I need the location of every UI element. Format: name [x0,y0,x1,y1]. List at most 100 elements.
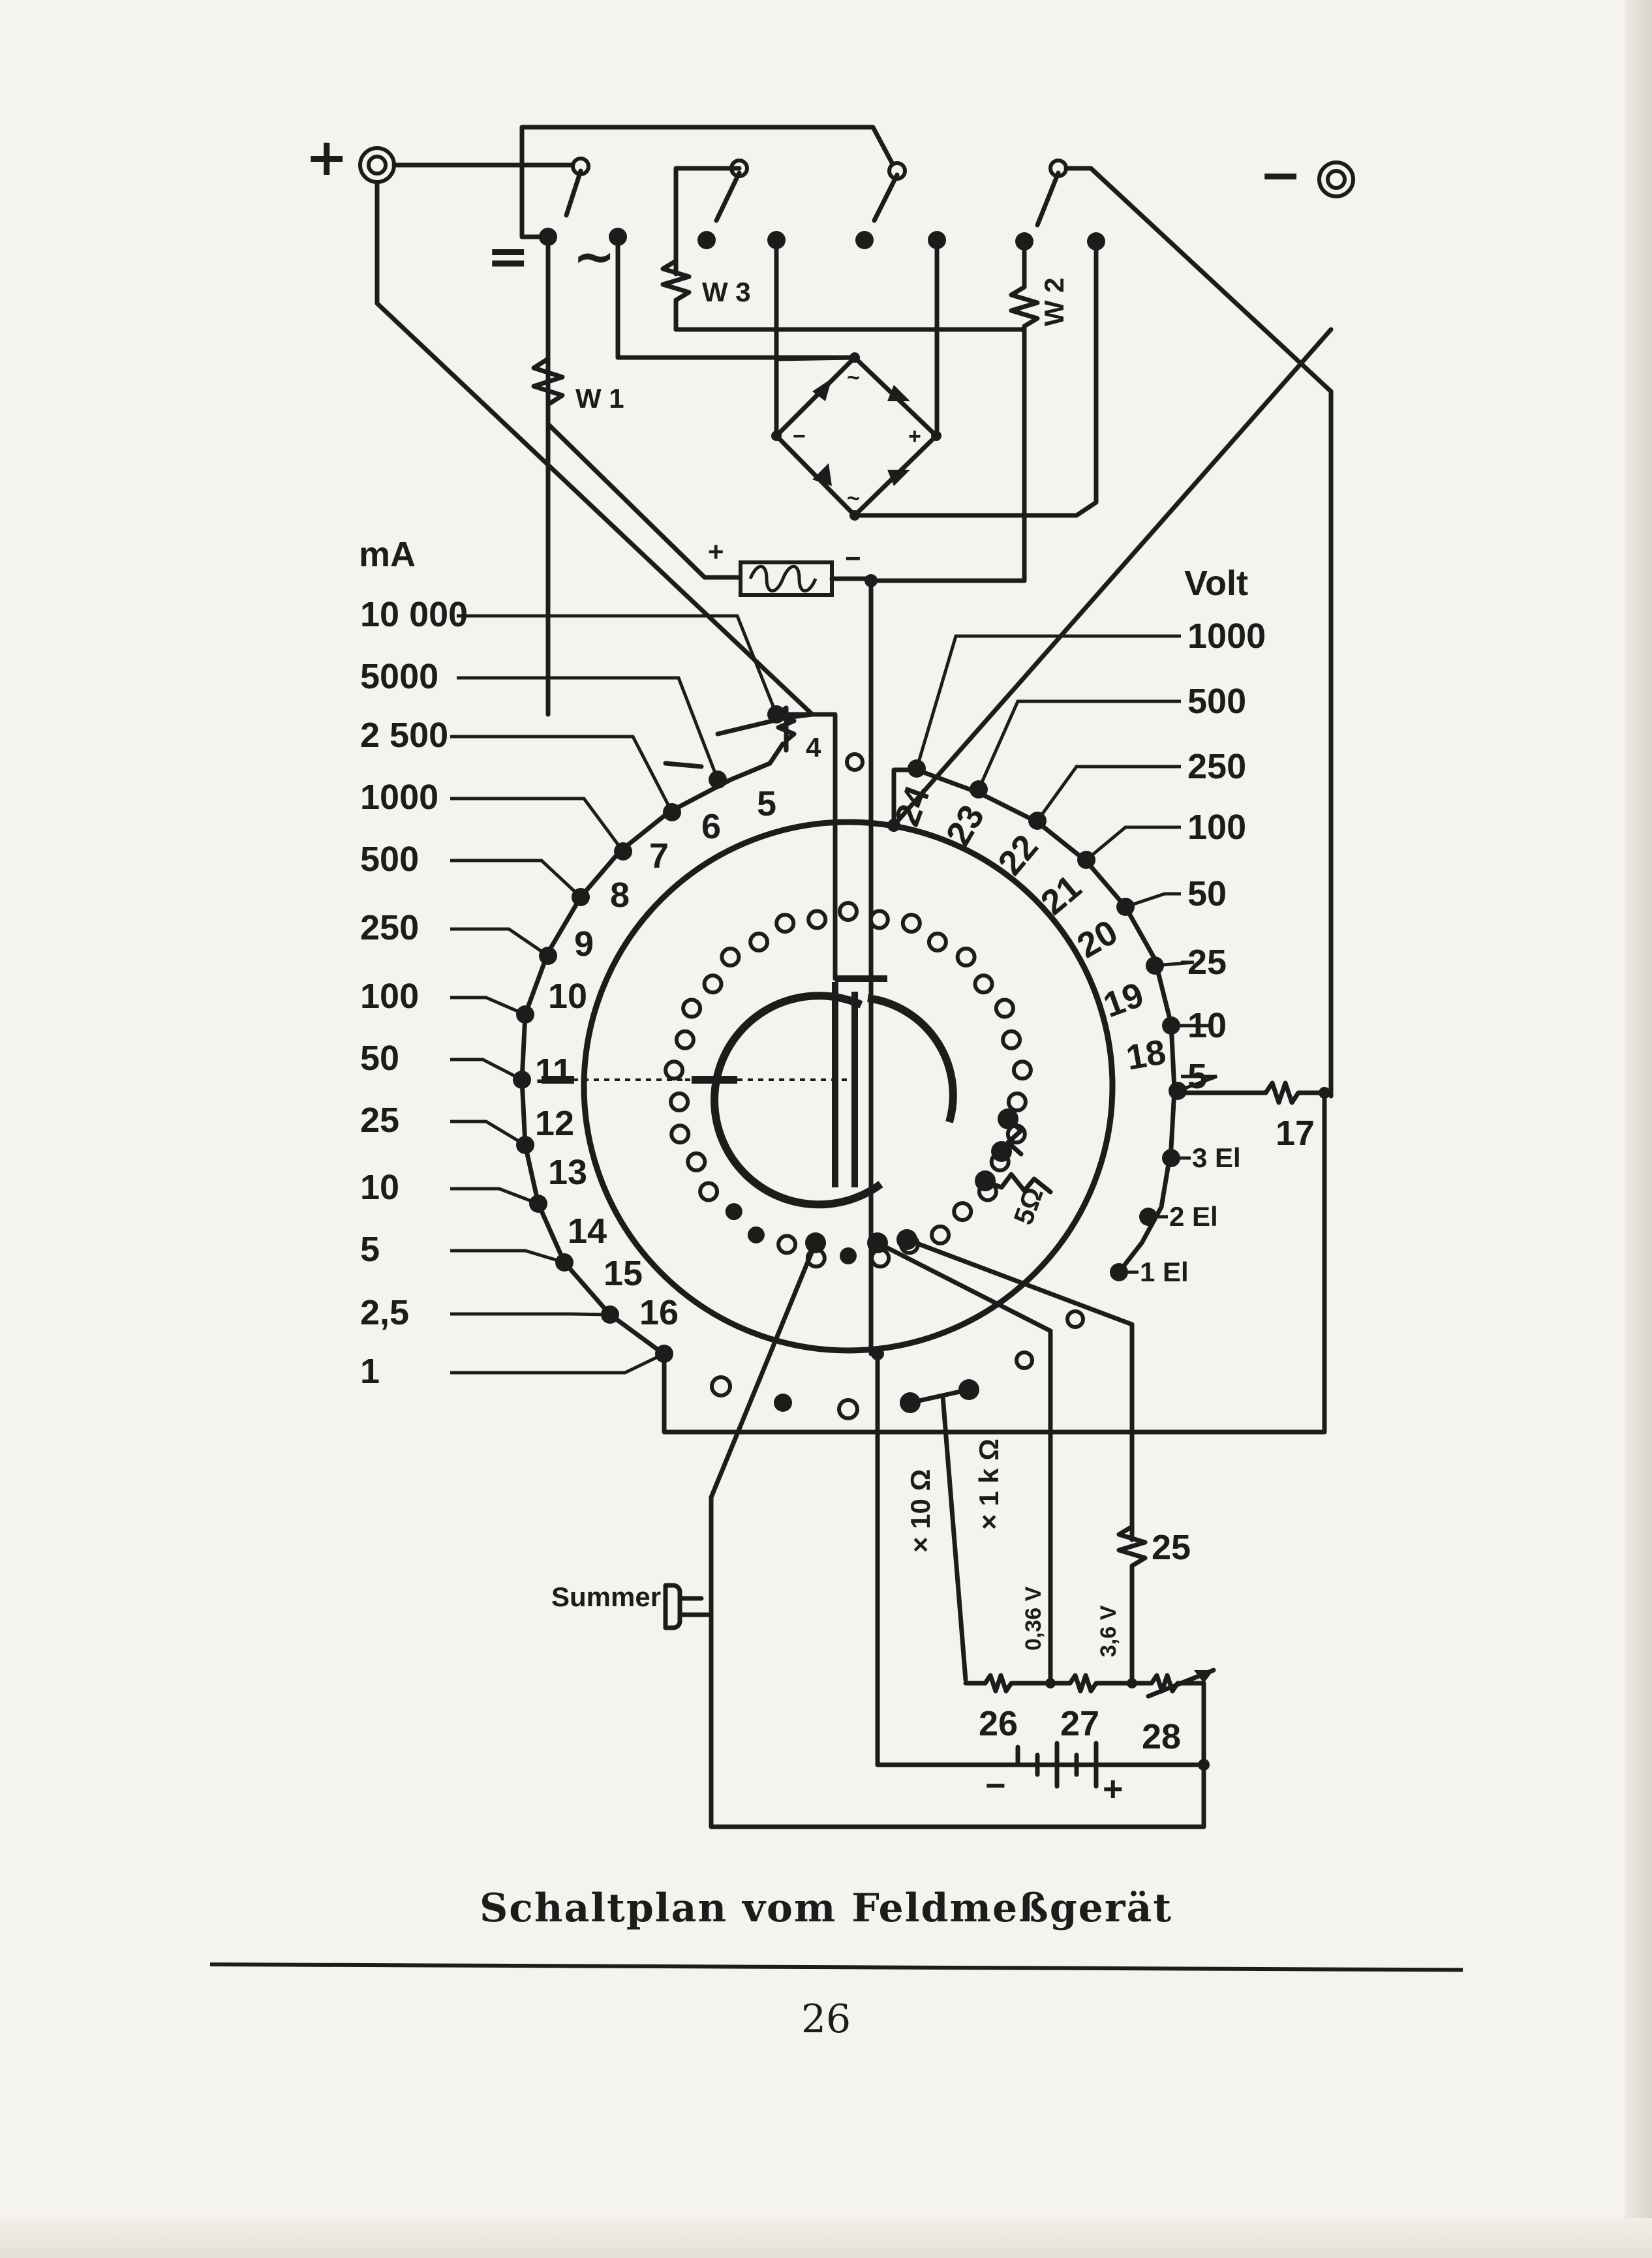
page-bottom-edge [0,2218,1652,2258]
ring-contact-0 [838,901,859,922]
el-contact-0 [1162,1149,1180,1167]
ring-contact-23 [686,1151,707,1172]
battery: − + [875,1741,1210,1808]
ma-tap-10: 10 [548,977,587,1016]
r4-label: 4 [806,732,821,763]
ring-contact-3 [926,931,948,953]
ma-leader-11 [450,1312,611,1317]
battery-plus: + [1103,1769,1124,1808]
ma-leader-4 [450,859,582,898]
ring-contact-30 [720,946,741,968]
ma-leader-12 [450,1352,665,1375]
ma-leader-0 [457,614,778,715]
ma-range-12: 1 [360,1352,380,1391]
r28-label: 28 [1142,1717,1181,1756]
el-contact-2 [1110,1263,1128,1281]
ma-leader-8 [450,1120,527,1147]
volt-leader-7 [1177,1075,1217,1093]
ma-leader-6 [450,996,526,1016]
ring-contact-9 [1006,1091,1028,1112]
el-tap-2: 1 El [1140,1257,1189,1287]
ma-tap-12: 12 [535,1104,574,1143]
volt-tap-22: 22 [990,827,1046,883]
ring-contact-20 [747,1226,765,1243]
ring-contact-29 [702,973,724,995]
volt-range-3: 100 [1187,808,1246,847]
ma-tap-5: 5 [757,784,776,823]
bridge-ac-top: ~ [847,365,860,390]
volt-range-1: 500 [1187,682,1246,721]
bridge-ac-bottom: ~ [847,486,860,511]
resistor-w3: W 3 [660,258,1027,332]
ma-leader-7 [450,1058,523,1082]
ma-tap-6: 6 [701,807,721,846]
ring-contact-31 [748,931,770,953]
contact-ring [664,901,1033,1269]
minus-terminal: − [1259,146,1355,205]
ohm-range-x10: × 10 Ω [905,1469,936,1553]
diagram-caption: Schaltplan vom Feldmeßgerät [479,1885,1173,1931]
ohm-range-x1k: × 1 k Ω [973,1439,1004,1530]
volt-range-2: 250 [1187,747,1246,786]
w2-label: W 2 [1039,277,1069,326]
ring-contact-4 [955,946,977,968]
dc-symbol: = [487,228,529,286]
ma-range-8: 25 [360,1101,399,1140]
ohm-tap-label: 5Ω [1007,1183,1049,1228]
ma-range-10: 5 [360,1230,380,1269]
ring-contact-33 [806,909,828,930]
volt-tap-18: 18 [1124,1032,1169,1078]
ma-tap-16: 16 [639,1293,679,1332]
w3-label: W 3 [702,277,751,307]
ring-contact-28 [681,998,703,1019]
ma-tap-7: 7 [649,836,669,876]
ma-range-7: 50 [360,1039,399,1078]
ma-range-0: 10 000 [360,595,468,634]
ring-contact-19 [776,1234,798,1255]
ma-range-4: 500 [360,840,419,879]
voltage-036: 0,36 V [1021,1586,1046,1651]
volt-leader-5 [1154,960,1195,968]
volt-leader-3 [1085,825,1181,861]
buzzer: Summer [551,1581,714,1630]
ma-range-11: 2,5 [360,1293,409,1332]
ma-leader-9 [450,1187,539,1206]
ohm-range-labels: × 10 Ω × 1 k Ω [905,1439,1004,1553]
ring-contact-21 [725,1203,742,1221]
buzzer-label: Summer [551,1581,661,1612]
volt-range-4: 50 [1187,874,1227,913]
ma-range-5: 250 [360,908,419,947]
battery-minus: − [985,1766,1006,1805]
plus-terminal-label: + [305,129,348,187]
resistor-w2: W 2 [1009,249,1069,583]
ma-tap-14: 14 [568,1212,607,1251]
ma-leader-3 [450,797,625,853]
r25-label: 25 [1152,1528,1191,1567]
rectifier-bridge: ~ ~ − + [615,242,1099,521]
ring-contact-6 [994,998,1015,1019]
bridge-minus: − [793,424,806,449]
ma-leader-5 [450,927,549,958]
ring-contact-2 [900,913,922,934]
ma-leader-1 [457,676,720,780]
meter-movement: + − [708,536,1027,1197]
resistor-4: 4 [776,705,821,763]
el-tap-1: 2 El [1169,1201,1218,1232]
milliamp-unit: mA [359,535,416,574]
ring-contact-22 [698,1181,720,1202]
meter-plus: + [708,536,724,567]
bridge-plus: + [908,424,921,449]
ring-contact-32 [774,913,796,934]
range-switch-bank: = ~ [375,125,1334,1099]
r26-label: 26 [979,1704,1018,1743]
ma-range-3: 1000 [360,778,438,817]
ring-contact-26 [664,1060,685,1081]
r27-label: 27 [1060,1704,1099,1743]
volt-leader-1 [977,699,1181,791]
ring-contact-24 [669,1123,691,1145]
resistor-w1: W 1 [531,356,624,414]
page-number: 26 [801,1996,851,2042]
